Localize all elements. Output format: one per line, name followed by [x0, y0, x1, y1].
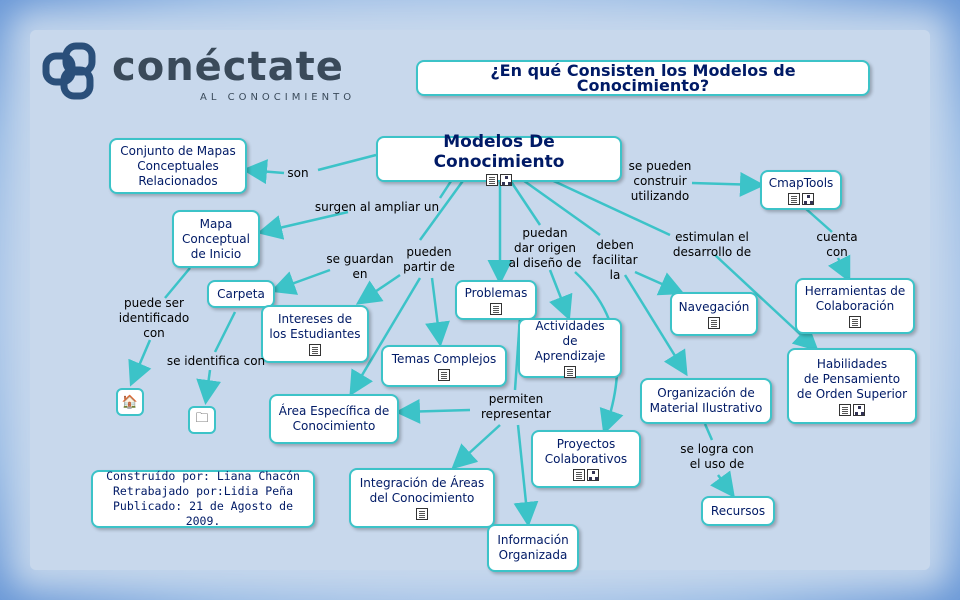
node-informacion-organizada[interactable]: Información Organizada	[487, 524, 579, 572]
link-puedan-dar-origen: puedan dar origen al diseño de	[508, 226, 582, 270]
document-icon[interactable]	[490, 302, 502, 315]
link-se-logra-con: se logra con el uso de	[680, 442, 754, 471]
chain-logo-icon	[42, 42, 96, 100]
link-pueden-partir: pueden partir de	[403, 245, 455, 274]
link-se-guardan: se guardan en	[326, 252, 394, 281]
document-icon[interactable]	[416, 508, 428, 520]
folder-icon[interactable]: 🗀	[188, 406, 216, 434]
link-surgen: surgen al ampliar un	[314, 200, 440, 214]
node-temas-complejos[interactable]: Temas Complejos	[381, 345, 507, 387]
link-permiten-representar: permiten representar	[481, 392, 551, 421]
logo-subtitle: AL CONOCIMIENTO	[200, 92, 356, 103]
node-area-especifica[interactable]: Área Específica de Conocimiento	[269, 394, 399, 444]
document-icon[interactable]	[486, 174, 498, 186]
document-icon[interactable]	[438, 368, 450, 381]
document-icon[interactable]	[309, 344, 321, 356]
link-puede-ser-identificado: puede ser identificado con	[118, 296, 190, 340]
link-estimulan: estimulan el desarrollo de	[672, 230, 752, 259]
node-habilidades-de-pensamiento[interactable]: Habilidades de Pensamiento de Orden Supe…	[787, 348, 917, 424]
node-conjunto-de-mapas[interactable]: Conjunto de Mapas Conceptuales Relaciona…	[109, 138, 247, 194]
node-mapa-conceptual-de-inicio[interactable]: Mapa Conceptual de Inicio	[172, 210, 260, 268]
concept-map-icon[interactable]	[587, 469, 599, 481]
concept-map-icon[interactable]	[853, 403, 865, 416]
credits-box: Construído por: Liana Chacón Retrabajado…	[91, 469, 315, 528]
node-organizacion-material[interactable]: Organización de Material Ilustrativo	[640, 378, 772, 424]
node-carpeta[interactable]: Carpeta	[207, 280, 275, 308]
node-herramientas-de-colaboracion[interactable]: Herramientas de Colaboración	[795, 278, 915, 334]
logo-word: conéctate	[112, 44, 344, 90]
conectate-logo: conéctate AL CONOCIMIENTO	[40, 40, 360, 110]
node-cmaptools[interactable]: CmapTools	[760, 170, 842, 210]
node-intereses-de-los-estudiantes[interactable]: Intereses de los Estudiantes	[261, 305, 369, 363]
home-icon[interactable]: 🏠	[116, 388, 144, 416]
document-icon[interactable]	[564, 365, 576, 378]
node-recursos[interactable]: Recursos	[701, 496, 775, 526]
link-son: son	[287, 166, 309, 180]
node-actividades-de-aprendizaje[interactable]: Actividades de Aprendizaje	[518, 318, 622, 378]
node-problemas[interactable]: Problemas	[455, 280, 537, 320]
document-icon[interactable]	[788, 192, 800, 205]
link-cuenta-con: cuenta con	[816, 230, 858, 259]
concept-map-icon[interactable]	[802, 192, 814, 205]
link-deben-facilitar: deben facilitar la	[592, 238, 638, 282]
node-integracion-de-areas[interactable]: Integración de Áreas del Conocimiento	[349, 468, 495, 528]
concept-map-icon[interactable]	[500, 174, 512, 186]
node-navegacion[interactable]: Navegación	[670, 292, 758, 336]
node-modelos-de-conocimiento[interactable]: Modelos De Conocimiento	[376, 132, 622, 186]
link-se-identifica-con: se identifica con	[166, 354, 266, 368]
document-icon[interactable]	[708, 316, 720, 329]
document-icon[interactable]	[573, 469, 585, 481]
page-title: ¿En qué Consisten los Modelos de Conocim…	[416, 60, 870, 96]
node-proyectos-colaborativos[interactable]: Proyectos Colaborativos	[531, 430, 641, 488]
document-icon[interactable]	[839, 403, 851, 416]
document-icon[interactable]	[849, 316, 861, 328]
link-se-pueden-construir: se pueden construir utilizando	[628, 159, 692, 203]
